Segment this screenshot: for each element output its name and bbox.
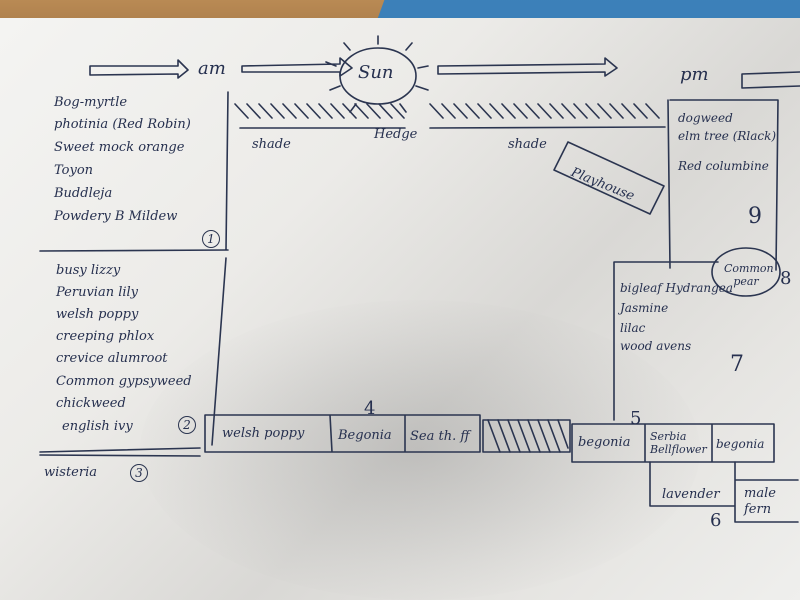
bed9-number: 9 xyxy=(748,204,762,229)
bed2-number: 2 xyxy=(178,416,196,434)
bed2-item: Peruvian lily xyxy=(56,285,139,300)
bed1-item: Sweet mock orange xyxy=(54,140,185,155)
sun-drawing xyxy=(325,35,429,113)
bed5-cell: begonia xyxy=(578,435,631,450)
bed2-item: welsh poppy xyxy=(56,307,139,322)
playhouse-box xyxy=(553,141,665,215)
arrow-mid xyxy=(241,57,353,77)
bed2-border xyxy=(39,257,227,453)
bed2-item: busy lizzy xyxy=(56,263,121,278)
bed4-cell: Sea th. ff xyxy=(410,429,470,444)
bed7-item: bigleaf Hydrangea xyxy=(620,281,734,295)
pm-label: pm xyxy=(680,64,709,85)
bed4-cell: Begonia xyxy=(338,428,392,443)
bed2-item: english ivy xyxy=(62,419,133,434)
bed5-cell: Serbia Bellflower xyxy=(650,430,707,457)
bed8-label: Common pear xyxy=(724,262,774,289)
hedge-right xyxy=(429,103,666,129)
bed9-border xyxy=(667,99,779,271)
hedge-left xyxy=(234,103,406,129)
shade-right-label: shade xyxy=(508,137,547,152)
paper-sheet xyxy=(0,18,800,600)
bed5-number: 5 xyxy=(630,408,642,429)
hand-shadow xyxy=(140,300,700,600)
bed2-item: Common gypsyweed xyxy=(56,374,192,389)
am-label: am xyxy=(198,58,226,79)
bed1-item: Powdery B Mildew xyxy=(54,209,178,224)
bed6-number: 6 xyxy=(710,510,722,531)
bed3-border xyxy=(39,454,201,457)
pear-circle xyxy=(711,247,781,297)
bed3-label: wisteria xyxy=(44,465,97,480)
bed1-item: photinia (Red Robin) xyxy=(54,117,191,132)
bed7-item: wood avens xyxy=(620,339,692,353)
arrow-left xyxy=(89,59,189,79)
bed4-cell: welsh poppy xyxy=(222,426,305,441)
arrow-right xyxy=(437,57,618,77)
bed6-cell: lavender xyxy=(662,487,720,502)
bed4-border xyxy=(204,414,481,453)
bed7-item: Jasmine xyxy=(620,301,669,315)
bed1-item: Buddleja xyxy=(54,186,113,201)
bed5-border xyxy=(571,423,775,463)
bed1-item: Toyon xyxy=(54,163,94,178)
bed7-border xyxy=(613,261,719,421)
sun-label: Sun xyxy=(358,62,394,83)
bed9-item: Red columbine xyxy=(678,159,769,173)
bed6-border xyxy=(649,461,799,523)
hatched-gap xyxy=(482,419,571,453)
bed7-item: lilac xyxy=(620,321,646,335)
shade-left-label: shade xyxy=(252,137,291,152)
arrow-far-right xyxy=(741,71,800,89)
bed9-item: elm tree (Rlack) xyxy=(678,129,777,143)
bed2-item: creeping phlox xyxy=(56,329,155,344)
bed4-number: 4 xyxy=(364,398,376,419)
bed1-item: Bog-myrtle xyxy=(54,95,128,110)
bed3-number: 3 xyxy=(130,464,148,482)
bed9-item: dogweed xyxy=(678,111,733,125)
bed1-number: 1 xyxy=(202,230,220,248)
hedge-label: Hedge xyxy=(374,127,418,142)
bed5-cell: begonia xyxy=(716,437,765,451)
bed7-number: 7 xyxy=(730,352,744,377)
bed8-number: 8 xyxy=(780,268,792,289)
bed2-item: crevice alumroot xyxy=(56,351,168,366)
bed2-item: chickweed xyxy=(56,396,126,411)
bed1-border xyxy=(39,91,229,252)
bed6-cell: male fern xyxy=(744,486,776,517)
